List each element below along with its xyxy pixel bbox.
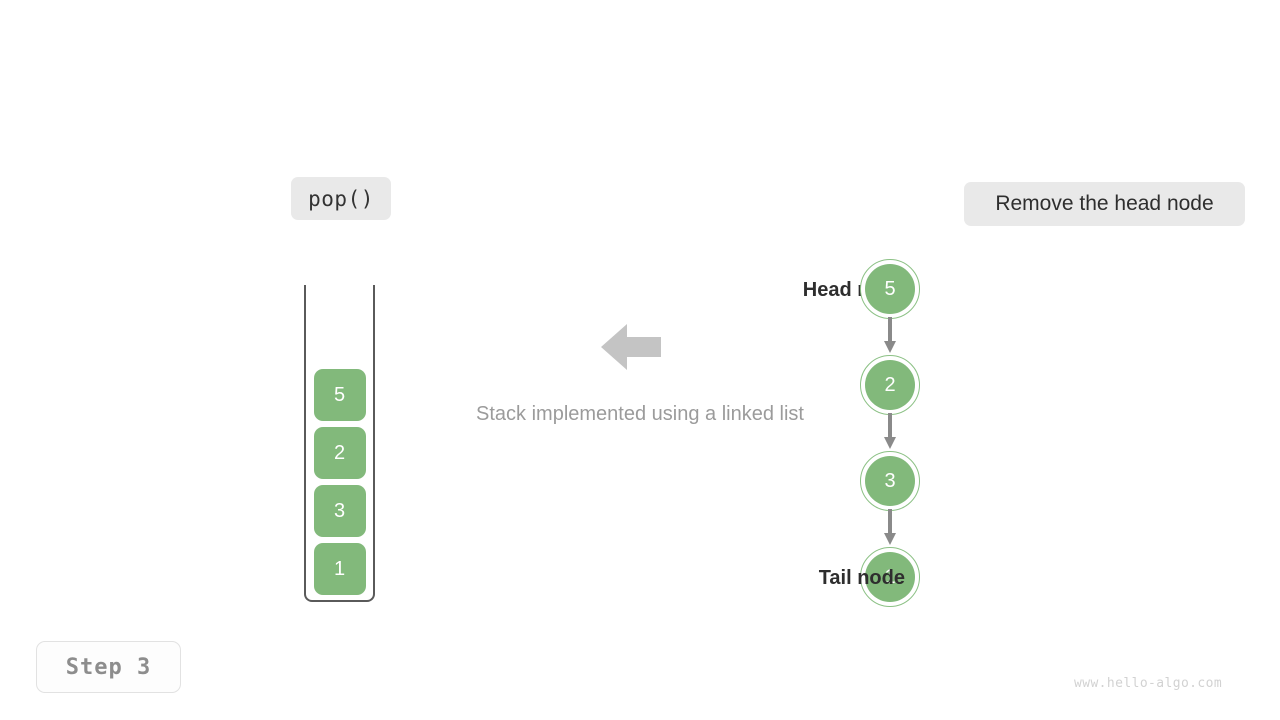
stack-item-value: 3 <box>333 499 346 522</box>
caption: Stack implemented using a linked list <box>0 403 1280 426</box>
stack-item-value: 2 <box>333 441 346 464</box>
link-arrow-icon <box>883 413 897 449</box>
action-badge: Remove the head node <box>964 182 1245 226</box>
left-arrow-icon <box>601 322 661 372</box>
linked-list-node: 1 <box>860 547 920 607</box>
linked-list-node-circle: 1 <box>865 552 915 602</box>
tail-node-label: Tail node <box>818 567 905 589</box>
stack-container: 5 2 3 1 <box>304 285 375 602</box>
linked-list-node-circle: 3 <box>865 456 915 506</box>
operation-badge-label: pop() <box>308 186 374 211</box>
stack-item: 5 <box>313 369 366 421</box>
stack-walls <box>304 285 375 602</box>
link-arrow-icon <box>883 509 897 545</box>
watermark: www.hello-algo.com <box>1074 676 1223 691</box>
linked-list-node-value: 3 <box>884 469 896 492</box>
stack-item: 2 <box>313 427 366 479</box>
linked-list: Head node 5 2 3 <box>760 255 1020 615</box>
step-badge: Step 3 <box>36 641 181 693</box>
linked-list-node: 5 <box>860 259 920 319</box>
caption-text: Stack implemented using a linked list <box>476 403 804 425</box>
stack-item-value: 5 <box>333 383 346 406</box>
linked-list-node-value: 5 <box>884 277 896 300</box>
linked-list-node-circle: 2 <box>865 360 915 410</box>
stack-item-value: 1 <box>333 557 346 580</box>
stack-item: 1 <box>313 543 366 595</box>
linked-list-node-circle: 5 <box>865 264 915 314</box>
stack-item-list: 5 2 3 1 <box>304 369 375 595</box>
linked-list-node-value: 1 <box>884 565 896 588</box>
linked-list-node: 2 <box>860 355 920 415</box>
stack-item: 3 <box>313 485 366 537</box>
step-badge-label: Step 3 <box>65 654 152 680</box>
operation-badge: pop() <box>291 177 391 220</box>
action-badge-label: Remove the head node <box>995 192 1214 215</box>
linked-list-node-value: 2 <box>884 373 896 396</box>
link-arrow-icon <box>883 317 897 353</box>
linked-list-node: 3 <box>860 451 920 511</box>
